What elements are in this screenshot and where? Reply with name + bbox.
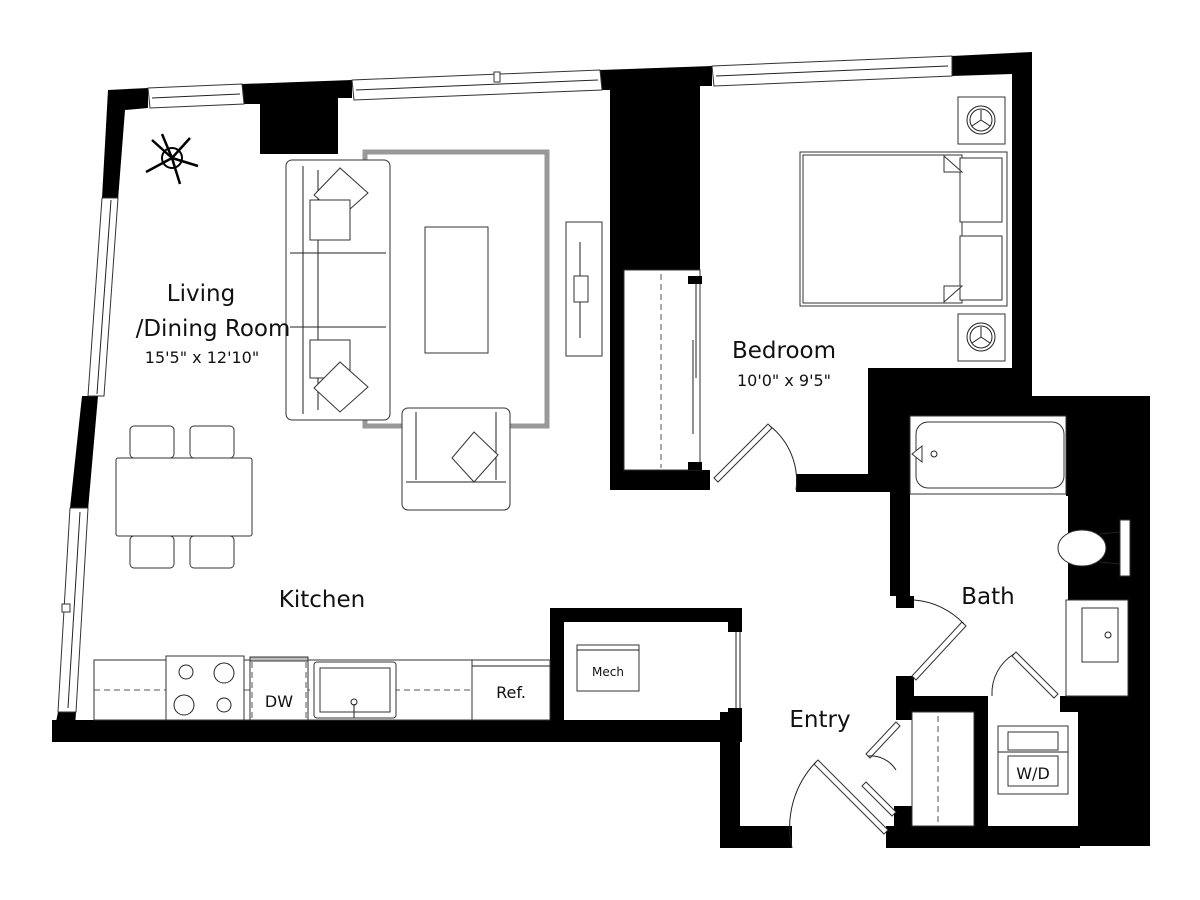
vanity-sink [1065,599,1129,697]
dishwasher-label: DW [264,692,294,711]
room-name-bath: Bath [961,584,1015,610]
bath-door [911,599,967,681]
washer-dryer [997,725,1069,795]
dishwasher [249,656,309,721]
toilet [1057,519,1131,577]
laundry-door [991,651,1059,699]
washer-dryer-label: W/D [1016,764,1050,783]
mech-label: Mech [592,665,624,679]
room-dims-bedroom: 10'0" x 9'5" [736,371,832,390]
armchair [401,407,511,511]
dining-chairs [129,425,235,569]
room-name-bedroom: Bedroom [731,338,837,364]
room-name-entry: Entry [789,707,851,733]
coffee-table [424,226,489,354]
refrigerator [471,659,551,721]
dining-table [115,457,253,537]
bathtub [909,415,1067,495]
windows [57,55,953,713]
bedroom-closet [623,269,702,471]
bed [799,151,1008,307]
room-name-kitchen: Kitchen [278,587,366,613]
room-name-dining: /Dining Room [135,316,291,342]
entry-closet-doors [861,721,901,817]
sink [313,661,397,719]
nightstands [957,96,1006,362]
mech-closet-unit [576,644,640,692]
room-dims-living: 15'5" x 12'10" [144,348,260,367]
bedroom-door [713,423,798,491]
cooktop [165,655,245,721]
sofa [285,159,391,421]
tv-console [565,221,603,357]
entry-door [789,759,889,849]
refrigerator-label: Ref. [496,683,526,702]
entry-closet [911,711,975,827]
plant [145,133,199,185]
room-name-living: Living [166,281,236,307]
